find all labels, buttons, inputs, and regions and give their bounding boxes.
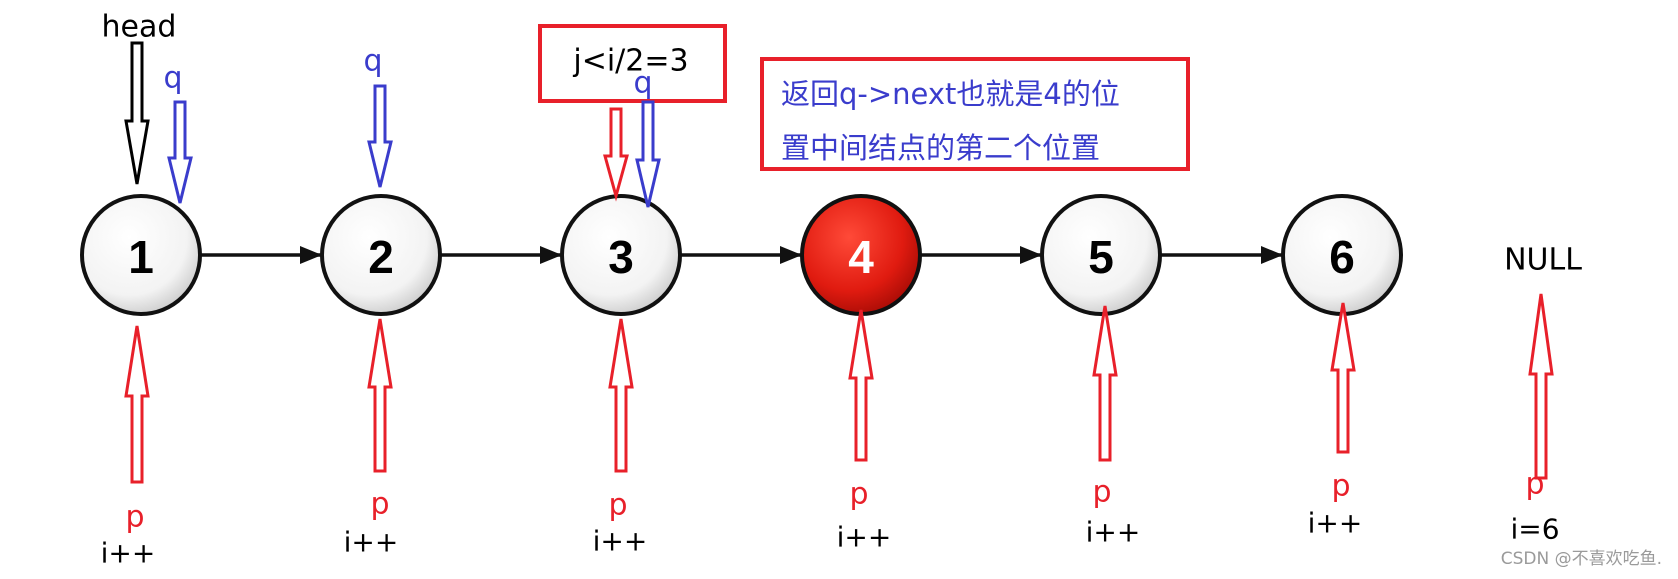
node-3: 3	[560, 194, 682, 316]
node-circle	[320, 194, 442, 316]
list-nodes: 1 2 3 4 5 6 NULL	[80, 194, 1582, 316]
head-label: head	[102, 10, 177, 45]
p-pointer-arrow-2	[367, 318, 393, 473]
node-2: 2	[320, 194, 442, 316]
node-value: 4	[848, 231, 874, 283]
counter-label-5: i++	[1086, 516, 1141, 549]
watermark: CSDN @不喜欢吃鱼.	[1501, 549, 1662, 569]
q-pointer-arrow-3	[635, 100, 661, 208]
counter-label-1: i++	[101, 537, 156, 570]
condition-box	[538, 24, 727, 103]
p-label-4: p	[849, 477, 868, 512]
head-pointer-arrow	[124, 41, 150, 185]
p-label-3: p	[608, 488, 627, 523]
node-1: 1	[80, 194, 202, 316]
bottom-annotations: p i++ p i++ p i++ p i++ p i++ p i++ p i=…	[101, 293, 1560, 570]
node-circle	[80, 194, 202, 316]
null-terminator: NULL	[1504, 243, 1582, 278]
top-annotations: head q q j<i/2=3 q 返回q->next也就是4的位 置中间结点…	[102, 10, 1190, 208]
condition-text: j<i/2=3	[572, 44, 688, 79]
q-label-2: q	[363, 44, 382, 79]
q-label-1: q	[163, 61, 182, 96]
counter-label-6: i++	[1308, 507, 1363, 540]
node-circle	[1040, 194, 1162, 316]
node-value: 1	[128, 231, 154, 283]
note-box	[760, 57, 1190, 171]
node-value: 3	[608, 231, 634, 283]
p-label-null: p	[1525, 467, 1544, 502]
counter-final: i=6	[1510, 513, 1559, 546]
node-value: 6	[1329, 231, 1355, 283]
counter-label-3: i++	[593, 525, 648, 558]
counter-label-4: i++	[837, 521, 892, 554]
note-line-1: 返回q->next也就是4的位	[781, 77, 1120, 111]
node-circle	[560, 194, 682, 316]
node-value: 2	[368, 231, 394, 283]
p-pointer-arrow-3	[608, 318, 634, 473]
node-4-highlighted: 4	[800, 194, 922, 316]
p-pointer-arrow-5	[1092, 305, 1118, 462]
node-value: 5	[1088, 231, 1114, 283]
q-pointer-arrow-1	[167, 100, 193, 204]
node-6: 6	[1281, 194, 1403, 316]
node-5: 5	[1040, 194, 1162, 316]
q-label-3: q	[633, 66, 652, 101]
p-marker-arrow-node-3	[603, 107, 629, 202]
p-label-6: p	[1331, 469, 1350, 504]
note-line-2: 置中间结点的第二个位置	[781, 131, 1100, 165]
q-pointer-arrow-2	[367, 84, 393, 188]
p-label-5: p	[1092, 475, 1111, 510]
p-pointer-arrow-null	[1528, 293, 1554, 480]
p-pointer-arrow-4	[848, 309, 874, 462]
p-label-2: p	[370, 487, 389, 522]
counter-label-2: i++	[344, 526, 399, 559]
p-pointer-arrow-6	[1330, 302, 1356, 454]
p-pointer-arrow-1	[124, 325, 150, 484]
p-label-1: p	[125, 500, 144, 535]
